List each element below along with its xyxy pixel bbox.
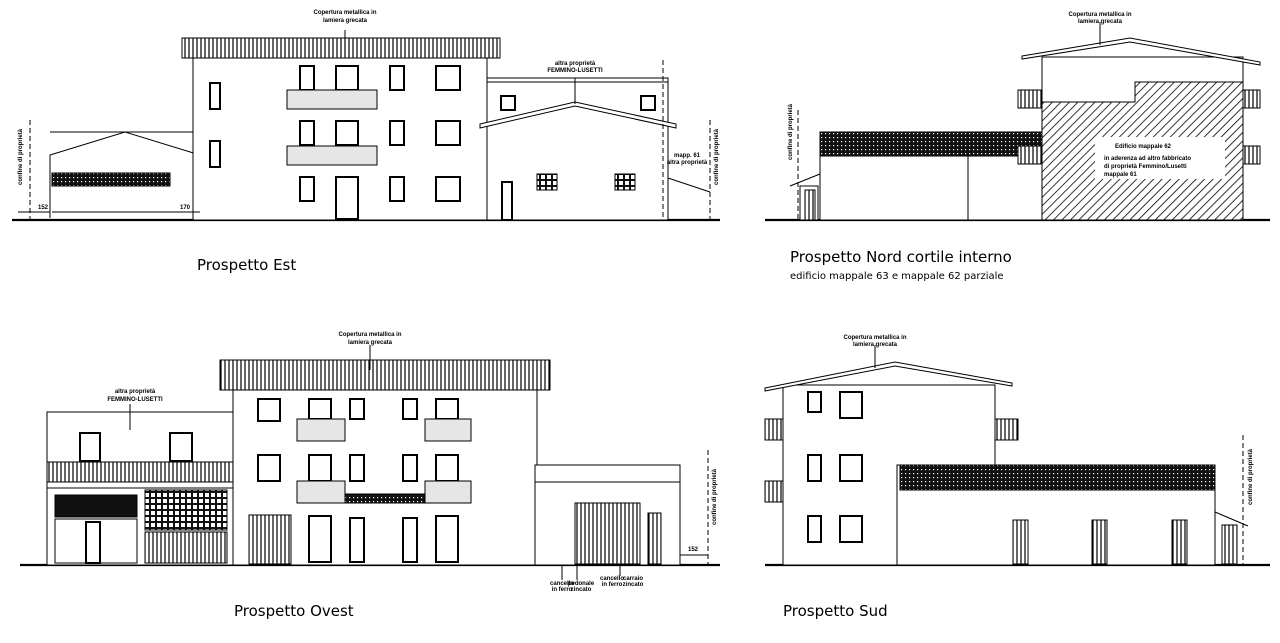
- boundary-label: confine di proprietà: [18, 128, 24, 185]
- neighbour-note: FEMMINO-LUSETTI: [107, 397, 163, 403]
- vehicle-gate: [574, 502, 641, 565]
- balcony: [296, 418, 346, 442]
- door: [1221, 524, 1238, 565]
- mapp-note: mapp. 61: [674, 153, 701, 159]
- balcony: [286, 145, 378, 166]
- hatch-title: Edificio mappale 62: [1115, 144, 1172, 150]
- windows: [257, 398, 459, 563]
- boundary-label: confine di proprietà: [714, 128, 720, 185]
- balcony: [296, 480, 346, 504]
- gate-note: cancello: [550, 581, 574, 587]
- roof-note: lamiera grecata: [348, 340, 393, 346]
- gate-note: pedonale: [568, 581, 595, 587]
- roof-note: Copertura metallica in: [1068, 12, 1131, 18]
- hatch-note: di proprietà Femmino/Lusetti: [1104, 164, 1187, 170]
- boundary-label: confine di proprietà: [788, 103, 794, 160]
- roof-note: Copertura metallica in: [313, 10, 376, 16]
- roof-note: Copertura metallica in: [843, 335, 906, 341]
- left-building: [46, 411, 234, 566]
- balcony: [764, 418, 784, 441]
- title-prospetto-est: Prospetto Est: [197, 256, 296, 274]
- roof-corrugated: [219, 359, 551, 391]
- boundary-label: confine di proprietà: [712, 468, 718, 525]
- title-prospetto-nord: Prospetto Nord cortile interno: [790, 248, 1012, 266]
- title-prospetto-sud: Prospetto Sud: [783, 602, 888, 620]
- door: [1012, 519, 1029, 565]
- shed: [49, 131, 201, 218]
- gate-note: carraio: [623, 576, 643, 582]
- balcony: [1242, 145, 1261, 165]
- mapp-note: altra proprietà: [667, 160, 708, 166]
- boundary-label: confine di proprietà: [1248, 448, 1254, 505]
- dimension: 152: [688, 547, 699, 553]
- gate-note: in ferro: [602, 582, 623, 588]
- hatch-note: mappale 61: [1104, 172, 1137, 178]
- right-annex: [534, 464, 681, 566]
- gate-note: zincato: [623, 582, 644, 588]
- annex-femmino-lusetti: [479, 77, 711, 221]
- roof-note: Copertura metallica in: [338, 332, 401, 338]
- balcony: [764, 480, 784, 503]
- title-prospetto-ovest: Prospetto Ovest: [234, 602, 354, 620]
- elevation-est: Copertura metallica in lamiera grecata a…: [12, 10, 720, 274]
- balcony: [994, 418, 1019, 441]
- elevation-ovest: Copertura metallica in lamiera grecata a…: [20, 332, 720, 620]
- roof-note: lamiera grecata: [323, 18, 368, 24]
- hatch-note: in aderenza ad altro fabbricato: [1104, 156, 1191, 162]
- pedestrian-gate: [647, 512, 662, 565]
- neighbour-note: altra proprietà: [555, 61, 596, 67]
- balcony: [286, 89, 378, 110]
- elevation-sud: Copertura metallica in lamiera grecata c…: [764, 335, 1270, 620]
- gate-note: zincato: [571, 587, 592, 593]
- door: [1091, 519, 1108, 565]
- balcony: [424, 418, 472, 442]
- balcony: [1017, 145, 1043, 165]
- elevation-nord: Copertura metallica in lamiera grecata E…: [765, 12, 1270, 282]
- dimension: 152: [38, 205, 49, 211]
- roof-note: lamiera grecata: [1078, 19, 1123, 25]
- roof-corrugated: [181, 37, 501, 59]
- neighbour-note: FEMMINO-LUSETTI: [547, 68, 603, 74]
- gate-note: in ferro: [552, 587, 573, 593]
- subtitle-prospetto-nord: edificio mappale 63 e mappale 62 parzial…: [790, 271, 1004, 282]
- windows: [807, 391, 863, 543]
- gate-note: cancello: [600, 576, 624, 582]
- windows: [209, 65, 461, 220]
- balcony: [424, 480, 472, 504]
- door: [1171, 519, 1188, 565]
- neighbour-note: altra proprietà: [115, 389, 156, 395]
- dimension: 170: [180, 205, 191, 211]
- balcony: [1242, 89, 1261, 109]
- balcony: [1017, 89, 1043, 109]
- roof-note: lamiera grecata: [853, 342, 898, 348]
- garage-door: [248, 514, 292, 565]
